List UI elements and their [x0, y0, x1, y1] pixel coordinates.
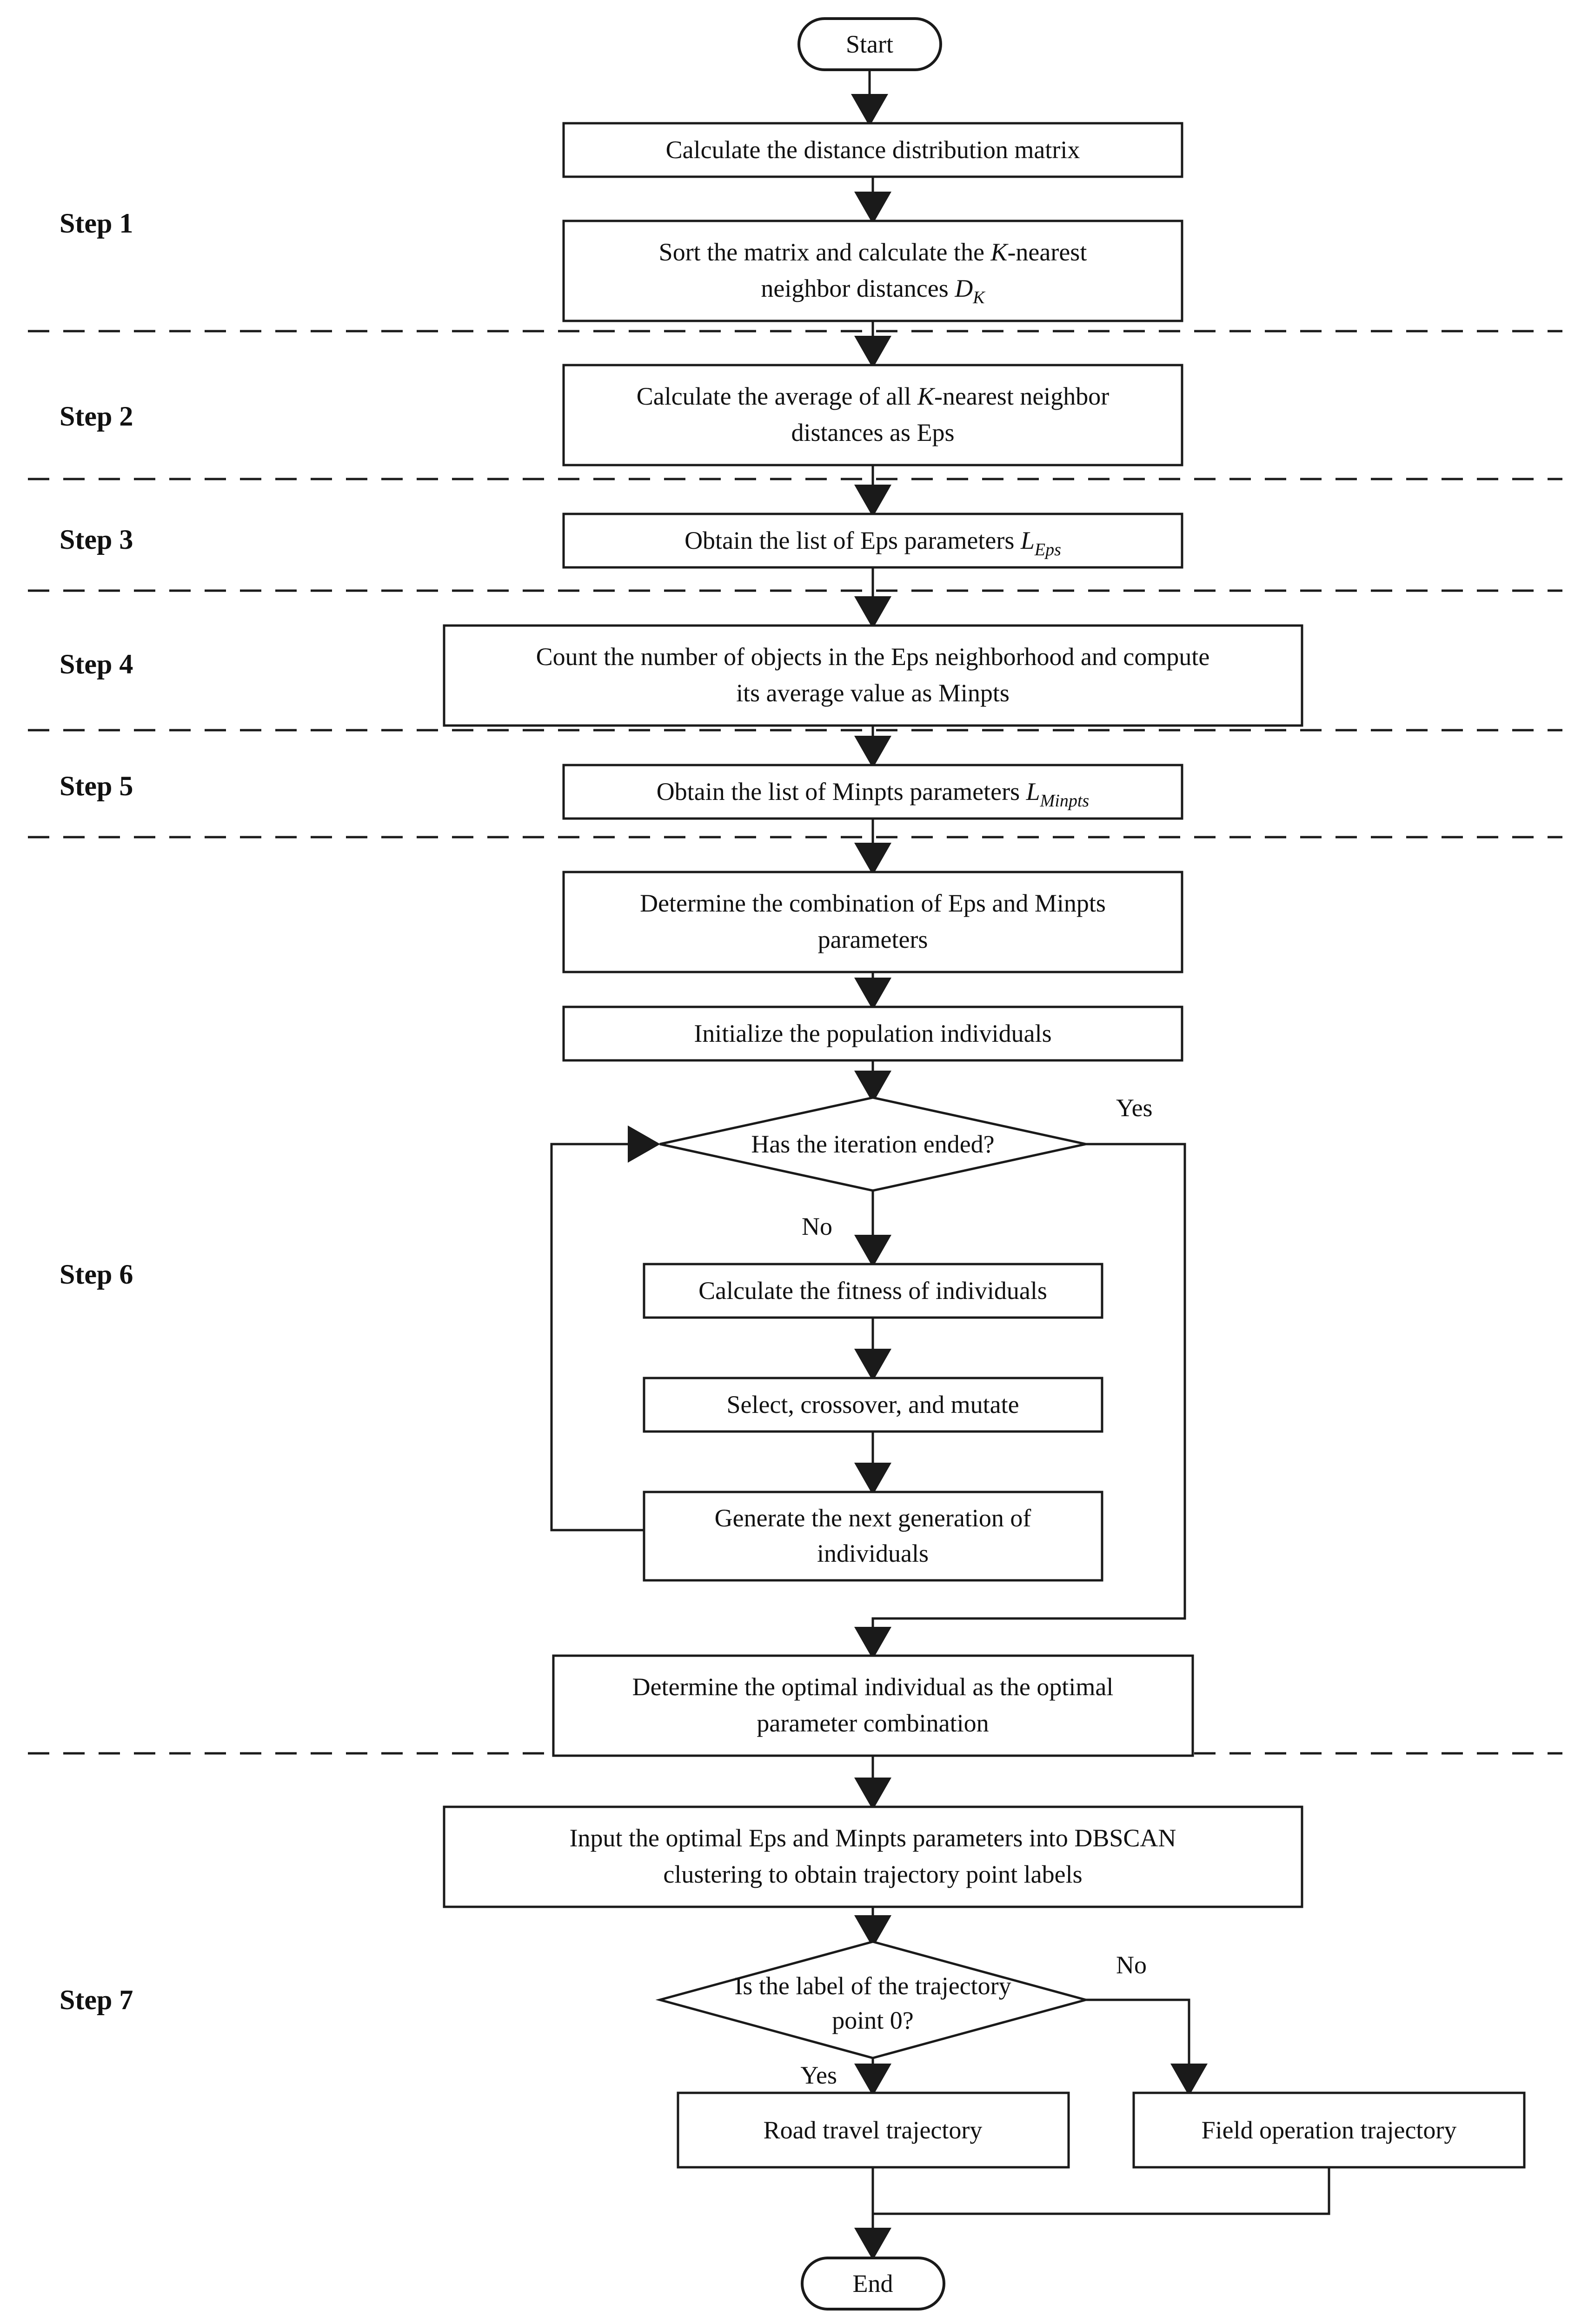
node-initialize-population-label: Initialize the population individuals [694, 1019, 1051, 1047]
node-count-objects-minpts [443, 624, 1303, 727]
edge-label-iteration-no: No [802, 1212, 832, 1240]
step-label-1: Step 1 [60, 208, 133, 239]
step-label-4: Step 4 [60, 649, 133, 679]
node-generate-next-generation-line1: Generate the next generation of [715, 1504, 1031, 1532]
node-average-knn-eps-line2: distances as Eps [791, 419, 955, 446]
edge-merge-to-end [854, 2167, 1330, 2260]
step-label-7: Step 7 [60, 1984, 133, 2015]
node-sort-matrix-knn-line2: neighbor distances DK [761, 274, 985, 307]
node-determine-optimal-individual-line1: Determine the optimal individual as the … [632, 1673, 1114, 1701]
node-list-minpts-parameters-label: Obtain the list of Minpts parameters LMi… [657, 778, 1089, 811]
node-select-crossover-mutate-label: Select, crossover, and mutate [726, 1391, 1019, 1418]
node-input-optimal-params-dbscan-line2: clustering to obtain trajectory point la… [663, 1860, 1082, 1888]
edge-d1-yes-path [854, 1143, 1186, 1659]
node-determine-optimal-individual-line2: parameter combination [757, 1709, 989, 1737]
node-list-eps-parameters [562, 513, 1183, 569]
node-count-objects-minpts-line2: its average value as Minpts [736, 679, 1010, 707]
node-determine-optimal-individual [552, 1654, 1194, 1757]
node-average-knn-eps-line1: Calculate the average of all K-nearest n… [637, 382, 1110, 410]
step-label-2: Step 2 [60, 401, 133, 432]
node-road-travel-trajectory-label: Road travel trajectory [764, 2116, 983, 2144]
node-label-zero-decision [655, 1940, 1090, 2059]
node-road-travel-trajectory [677, 2091, 1070, 2169]
node-determine-combination-line1: Determine the combination of Eps and Min… [640, 889, 1106, 917]
edge-d2-no-path [1086, 1998, 1208, 2096]
node-average-knn-eps [562, 364, 1183, 466]
node-list-minpts-parameters [562, 764, 1183, 820]
node-determine-combination-line2: parameters [818, 926, 928, 953]
edge-label-point-no: No [1116, 1951, 1147, 1979]
step-label-3: Step 3 [60, 524, 133, 555]
node-calculate-fitness-label: Calculate the fitness of individuals [698, 1277, 1047, 1305]
edge-loopback-to-d1 [550, 1125, 660, 1532]
node-field-operation-trajectory [1132, 2091, 1526, 2169]
node-sort-matrix-knn [562, 220, 1183, 322]
node-generate-next-generation [643, 1491, 1103, 1582]
node-input-optimal-params-dbscan [443, 1805, 1303, 1908]
node-list-eps-parameters-label: Obtain the list of Eps parameters LEps [684, 526, 1061, 559]
node-end [801, 2257, 945, 2311]
node-field-operation-trajectory-label: Field operation trajectory [1202, 2116, 1457, 2144]
node-initialize-population [562, 1006, 1183, 1062]
node-sort-matrix-knn-line1: Sort the matrix and calculate the K-near… [659, 238, 1087, 266]
edge-label-point-yes: Yes [800, 2061, 837, 2089]
node-count-objects-minpts-line1: Count the number of objects in the Eps n… [536, 643, 1210, 671]
node-end-label: End [853, 2270, 893, 2297]
node-label-zero-line2: point 0? [832, 2006, 913, 2034]
edge-label-iteration-yes: Yes [1116, 1094, 1153, 1122]
node-calc-distance-matrix [562, 122, 1183, 178]
node-generate-next-generation-line2: individuals [817, 1539, 929, 1567]
node-calculate-fitness [643, 1263, 1103, 1319]
node-calc-distance-matrix-label: Calculate the distance distribution matr… [666, 136, 1080, 164]
node-determine-combination [562, 871, 1183, 973]
node-label-zero-line1: Is the label of the trajectory [734, 1972, 1011, 2000]
node-input-optimal-params-dbscan-line1: Input the optimal Eps and Minpts paramet… [570, 1824, 1176, 1852]
step-label-5: Step 5 [60, 771, 133, 801]
node-iteration-ended-label: Has the iteration ended? [751, 1130, 994, 1158]
step-label-6: Step 6 [60, 1259, 133, 1290]
node-start-label: Start [846, 30, 893, 58]
